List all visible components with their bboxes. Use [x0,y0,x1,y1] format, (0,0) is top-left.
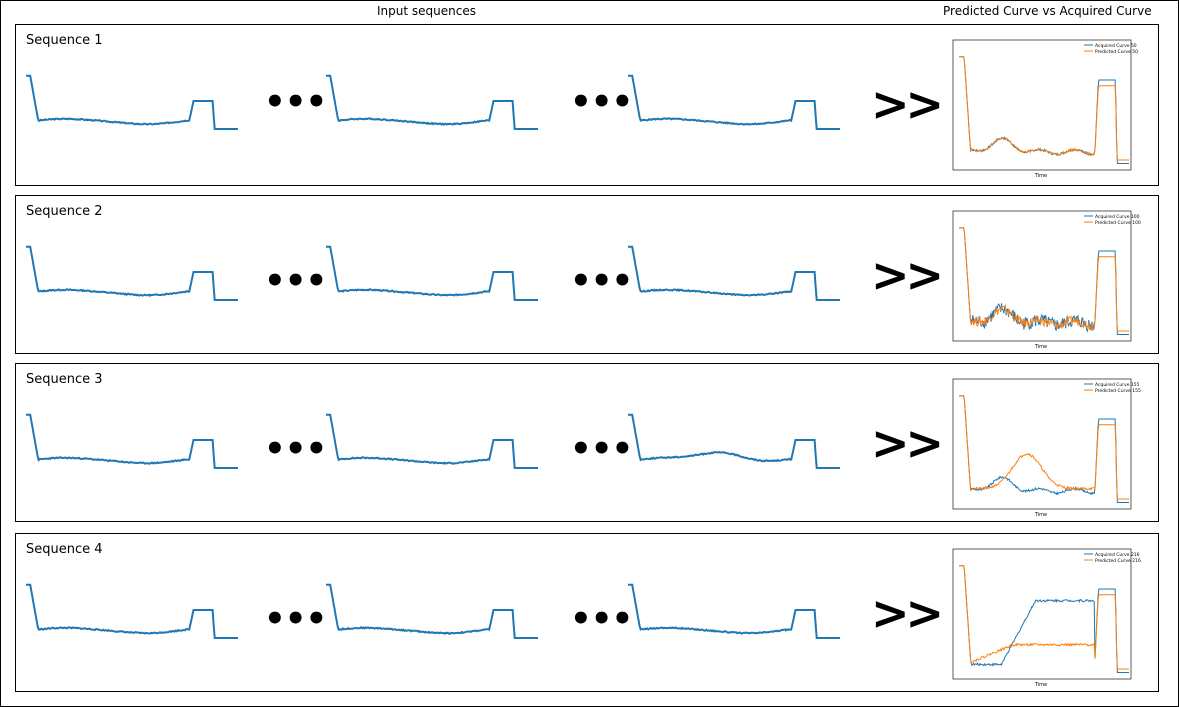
arrow: >> [871,416,944,470]
comparison-plot: Acquired Curve 216 Predicted Curve 216 T… [952,548,1141,688]
ellipsis: ••• [570,599,633,639]
legend-predicted: Predicted Curve 50 [1095,49,1138,55]
x-axis-label: Time [1034,682,1047,688]
legend-acquired: Acquired Curve 100 [1095,214,1140,220]
predicted-curve [959,227,1129,332]
output-title: Predicted Curve vs Acquired Curve [943,4,1152,18]
x-axis-label: Time [1034,344,1047,350]
plot-axes [952,378,1132,510]
ellipsis: ••• [570,261,633,301]
comparison-plot: Acquired Curve 50 Predicted Curve 50 Tim… [952,39,1138,179]
predicted-curve [959,565,1129,670]
sequence-label: Sequence 3 [26,372,103,387]
acquired-curve [959,565,1129,673]
sequence-panel: Sequence 4 ••• ••• >> Acquired Curve 216 Pr… [15,533,1159,692]
x-axis-label: Time [1034,173,1047,179]
predicted-curve [959,56,1129,161]
plot-axes [952,210,1132,342]
input-sequence-curve [326,413,538,469]
input-sequence-curve [628,74,840,130]
ellipsis: ••• [570,82,633,122]
ellipsis: ••• [570,429,633,469]
input-sequence-curve [326,245,538,301]
input-sequence-curve [26,245,238,301]
input-sequence-curve [628,413,840,469]
legend-predicted: Predicted Curve 216 [1095,558,1141,564]
arrow: >> [871,77,944,131]
legend-acquired: Acquired Curve 216 [1095,552,1140,558]
sequence-label: Sequence 2 [26,204,103,219]
ellipsis: ••• [264,82,327,122]
sequence-panel: Sequence 2 ••• ••• >> Acquired Curve 100 Pr… [15,195,1159,354]
sequence-label: Sequence 1 [26,33,103,48]
input-sequence-curve [26,413,238,469]
sequence-panel: Sequence 3 ••• ••• >> Acquired Curve 155 Pr… [15,363,1159,522]
ellipsis: ••• [264,599,327,639]
x-axis-label: Time [1034,512,1047,518]
sequence-label: Sequence 4 [26,542,103,557]
legend-acquired: Acquired Curve 50 [1095,43,1137,49]
input-sequence-curve [326,74,538,130]
comparison-plot: Acquired Curve 100 Predicted Curve 100 T… [952,210,1141,350]
acquired-curve [959,227,1129,335]
ellipsis: ••• [264,261,327,301]
predicted-curve [959,395,1129,500]
input-sequence-curve [26,583,238,639]
comparison-plot: Acquired Curve 155 Predicted Curve 155 T… [952,378,1141,518]
legend-predicted: Predicted Curve 155 [1095,388,1141,394]
input-sequences-title: Input sequences [377,4,476,18]
input-sequence-curve [628,583,840,639]
plot-axes [952,39,1132,171]
input-sequence-curve [326,583,538,639]
input-sequence-curve [26,74,238,130]
arrow: >> [871,248,944,302]
sequence-panel: Sequence 1 ••• ••• >> Acquired Curve 50 Pre… [15,24,1159,186]
legend-predicted: Predicted Curve 100 [1095,220,1141,226]
legend-acquired: Acquired Curve 155 [1095,382,1140,388]
ellipsis: ••• [264,429,327,469]
input-sequence-curve [628,245,840,301]
arrow: >> [871,586,944,640]
plot-axes [952,548,1132,680]
